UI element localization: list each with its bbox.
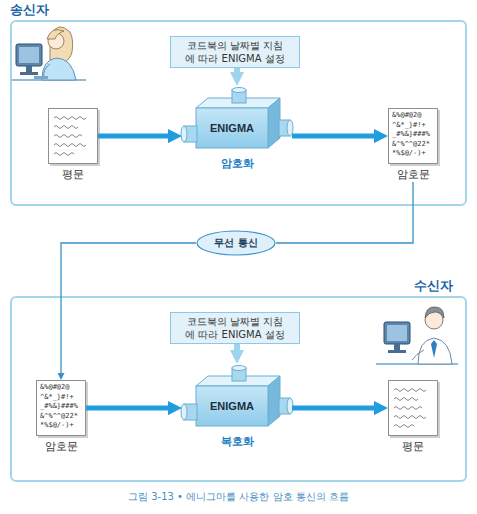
enigma-machine: ENIGMA복호화 — [182, 364, 292, 428]
codebook-text: 코드북의 날짜별 지침에 따라 ENIGMA 설정 — [171, 313, 299, 343]
codebook-box: 코드북의 날짜별 지침에 따라 ENIGMA 설정 — [170, 312, 300, 344]
document-node: &%@#@2@ ^&*_}#!+ _#%&}###% &^%^^@22* *%$… — [36, 380, 86, 454]
process-label: 암호화 — [172, 156, 302, 171]
ciphertext-body: &%@#@2@ ^&*_}#!+ _#%&}###% &^%^^@22* *%$… — [36, 380, 86, 436]
channel-label: 무선 통신 — [196, 230, 276, 256]
panel-heading: 송신자 — [10, 1, 49, 19]
enigma-machine: ENIGMA암호화 — [182, 86, 292, 150]
document-label: 평문 — [34, 168, 112, 182]
enigma-shape — [182, 364, 292, 428]
document-node: 평문 — [388, 380, 438, 454]
figure-caption: 그림 3-13 • 에니그마를 사용한 암호 통신의 흐름 — [0, 490, 477, 504]
document-paper — [48, 108, 98, 164]
enigma-shape — [182, 86, 292, 150]
document-label: 암호문 — [22, 440, 100, 454]
process-label: 복호화 — [172, 434, 302, 449]
document-label: 평문 — [374, 440, 452, 454]
panel-heading: 수신자 — [414, 277, 453, 295]
codebook-box: 코드북의 날짜별 지침에 따라 ENIGMA 설정 — [170, 36, 300, 68]
codebook-text: 코드북의 날짜별 지침에 따라 ENIGMA 설정 — [171, 37, 299, 67]
document-label: 암호문 — [374, 168, 452, 182]
ciphertext-body: &%@#@2@ ^&*_}#!+ _#%&}###% &^%^^@22* *%$… — [388, 108, 438, 164]
machine-name: ENIGMA — [196, 108, 268, 148]
group-panel: 송신자코드북의 날짜별 지침에 따라 ENIGMA 설정평문ENIGMA암호화&… — [10, 20, 467, 206]
document-node: 평문 — [48, 108, 98, 182]
channel-ellipse: 무선 통신 — [196, 230, 276, 256]
document-paper — [388, 380, 438, 436]
group-panel: 수신자코드북의 날짜별 지침에 따라 ENIGMA 설정&%@#@2@ ^&*_… — [10, 296, 467, 482]
document-node: &%@#@2@ ^&*_}#!+ _#%&}###% &^%^^@22* *%$… — [388, 108, 438, 182]
machine-name: ENIGMA — [196, 386, 268, 426]
